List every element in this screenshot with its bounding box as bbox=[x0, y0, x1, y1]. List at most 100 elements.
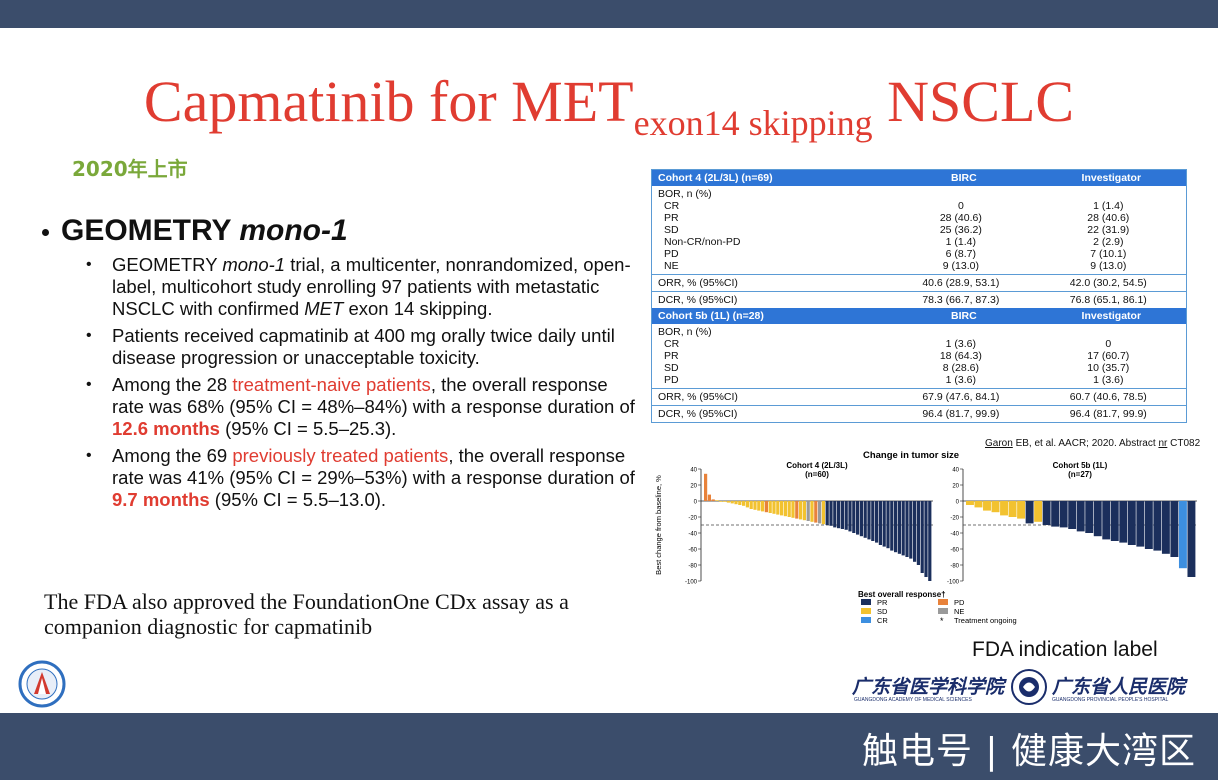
table-row: ORR, % (95%CI)40.6 (28.9, 53.1)42.0 (30.… bbox=[652, 274, 1186, 291]
table-cell: 1 (1.4) bbox=[1093, 200, 1124, 212]
legend-title: Best overall response† bbox=[858, 590, 946, 599]
chart-bar bbox=[1161, 501, 1170, 554]
y-tick-label: 20 bbox=[690, 484, 697, 490]
legend-label: CR bbox=[877, 616, 888, 625]
table-cell: 18 (64.3) bbox=[939, 350, 982, 362]
legend-swatch bbox=[861, 617, 871, 623]
chart-bar bbox=[715, 500, 719, 501]
y-tick-label: 0 bbox=[694, 500, 698, 506]
legend-label: Treatment ongoing bbox=[954, 616, 1017, 625]
table-cell: 1 (1.4) bbox=[945, 236, 977, 248]
chart-bar bbox=[730, 501, 734, 504]
chart-bar bbox=[924, 501, 928, 577]
chart-bar bbox=[757, 501, 761, 511]
chart-title: Change in tumor size bbox=[863, 450, 959, 461]
chart-bar bbox=[1170, 501, 1179, 557]
table-cell: PR bbox=[664, 212, 679, 224]
chart-bar bbox=[734, 501, 738, 505]
footer-left-org-en: GUANGDONG ACADEMY OF MEDICAL SCIENCES bbox=[854, 697, 972, 703]
chart-bar bbox=[916, 501, 920, 565]
chart-bar bbox=[764, 501, 768, 513]
table-row: ORR, % (95%CI)67.9 (47.6, 84.1)60.7 (40.… bbox=[652, 388, 1186, 405]
chart-bar bbox=[848, 501, 852, 532]
chart-bar bbox=[768, 501, 772, 513]
chart-bar bbox=[882, 501, 886, 547]
bullet-item: GEOMETRY mono-1 trial, a multicenter, no… bbox=[86, 254, 636, 320]
table-row: DCR, % (95%CI)96.4 (81.7, 99.9)96.4 (81.… bbox=[652, 405, 1186, 422]
chart-bar bbox=[1059, 501, 1068, 528]
chart-bar bbox=[897, 501, 901, 554]
table-cell: 2 (2.9) bbox=[1093, 236, 1124, 248]
table-cell: 7 (10.1) bbox=[1090, 248, 1127, 260]
legend-swatch bbox=[861, 599, 871, 605]
footer-logos: 广东省医学科学院 GUANGDONG ACADEMY OF MEDICAL SC… bbox=[852, 668, 1198, 708]
legend-label: PR bbox=[877, 598, 888, 607]
chart-bar bbox=[1042, 501, 1051, 525]
table-cell: NE bbox=[664, 260, 679, 272]
chart-bar bbox=[894, 501, 898, 553]
y-tick-label: 20 bbox=[952, 484, 959, 490]
y-tick-label: -60 bbox=[950, 548, 959, 554]
chart-bar bbox=[859, 501, 863, 537]
chart-bar bbox=[753, 501, 757, 510]
bullet-item: Among the 69 previously treated patients… bbox=[86, 445, 636, 511]
chart-bar bbox=[1153, 501, 1162, 551]
chart-bar bbox=[783, 501, 787, 517]
chart-bar bbox=[856, 501, 860, 535]
legend-symbol: * bbox=[940, 616, 944, 626]
chart-bar bbox=[818, 501, 822, 524]
chart-bar bbox=[1127, 501, 1136, 545]
y-tick-label: -20 bbox=[688, 516, 697, 522]
chart-bar bbox=[772, 501, 776, 514]
chart-bar bbox=[928, 501, 932, 581]
table-cell: 28 (40.6) bbox=[939, 212, 982, 224]
chart-bar bbox=[825, 501, 829, 525]
legend-label: PD bbox=[954, 598, 965, 607]
heading-italic: mono-1 bbox=[239, 214, 348, 247]
chart-bar bbox=[704, 473, 708, 501]
bullet-dot-icon bbox=[42, 228, 49, 236]
results-table: Cohort 4 (2L/3L) (n=69) BIRC Investigato… bbox=[651, 169, 1187, 423]
chart-bar bbox=[711, 499, 715, 501]
y-tick-label: -100 bbox=[685, 580, 698, 586]
table-row: PD 6 (8.7) 7 (10.1) bbox=[652, 248, 1186, 260]
chart-bar bbox=[780, 501, 784, 516]
chart-bar bbox=[1076, 501, 1085, 532]
chart-bar bbox=[791, 501, 795, 518]
panel-label: Cohort 5b (1L) bbox=[1053, 461, 1108, 470]
panel-label: Cohort 4 (2L/3L) bbox=[786, 461, 848, 470]
chart-bar bbox=[1017, 501, 1026, 519]
table-cell: 0 bbox=[1105, 338, 1112, 350]
chart-bar bbox=[810, 501, 814, 522]
table-cell: 25 (36.2) bbox=[939, 224, 982, 236]
footer-right-org-en: GUANGDONG PROVINCIAL PEOPLE'S HOSPITAL bbox=[1052, 697, 1169, 703]
chart-bar bbox=[745, 501, 749, 508]
chart-bar bbox=[1119, 501, 1128, 543]
chart-bar bbox=[707, 494, 711, 501]
chart-bar bbox=[1110, 501, 1119, 541]
table-cell: 6 (8.7) bbox=[945, 248, 977, 260]
chart-bar bbox=[863, 501, 867, 538]
bottom-bar bbox=[0, 713, 1218, 780]
table-cell: CR bbox=[664, 200, 680, 212]
table-cell: PD bbox=[664, 374, 679, 386]
seal-logo-icon bbox=[1011, 669, 1047, 705]
citation: Garon EB, et al. AACR; 2020. Abstract nr… bbox=[985, 438, 1201, 449]
chart-bar bbox=[776, 501, 780, 515]
legend-label: SD bbox=[877, 607, 888, 616]
legend-swatch bbox=[861, 608, 871, 614]
table-header-cohort5b: Cohort 5b (1L) (n=28) BIRC Investigator bbox=[652, 308, 1186, 324]
table-row: DCR, % (95%CI)78.3 (66.7, 87.3)76.8 (65.… bbox=[652, 291, 1186, 308]
chart-bar bbox=[1034, 501, 1043, 522]
table-cell: PD bbox=[664, 248, 679, 260]
chart-bar bbox=[799, 501, 803, 520]
title-main: Capmatinib for MET bbox=[143, 69, 634, 134]
chart-bar bbox=[795, 501, 799, 519]
chart-bar bbox=[878, 501, 882, 545]
y-tick-label: -100 bbox=[947, 580, 960, 586]
